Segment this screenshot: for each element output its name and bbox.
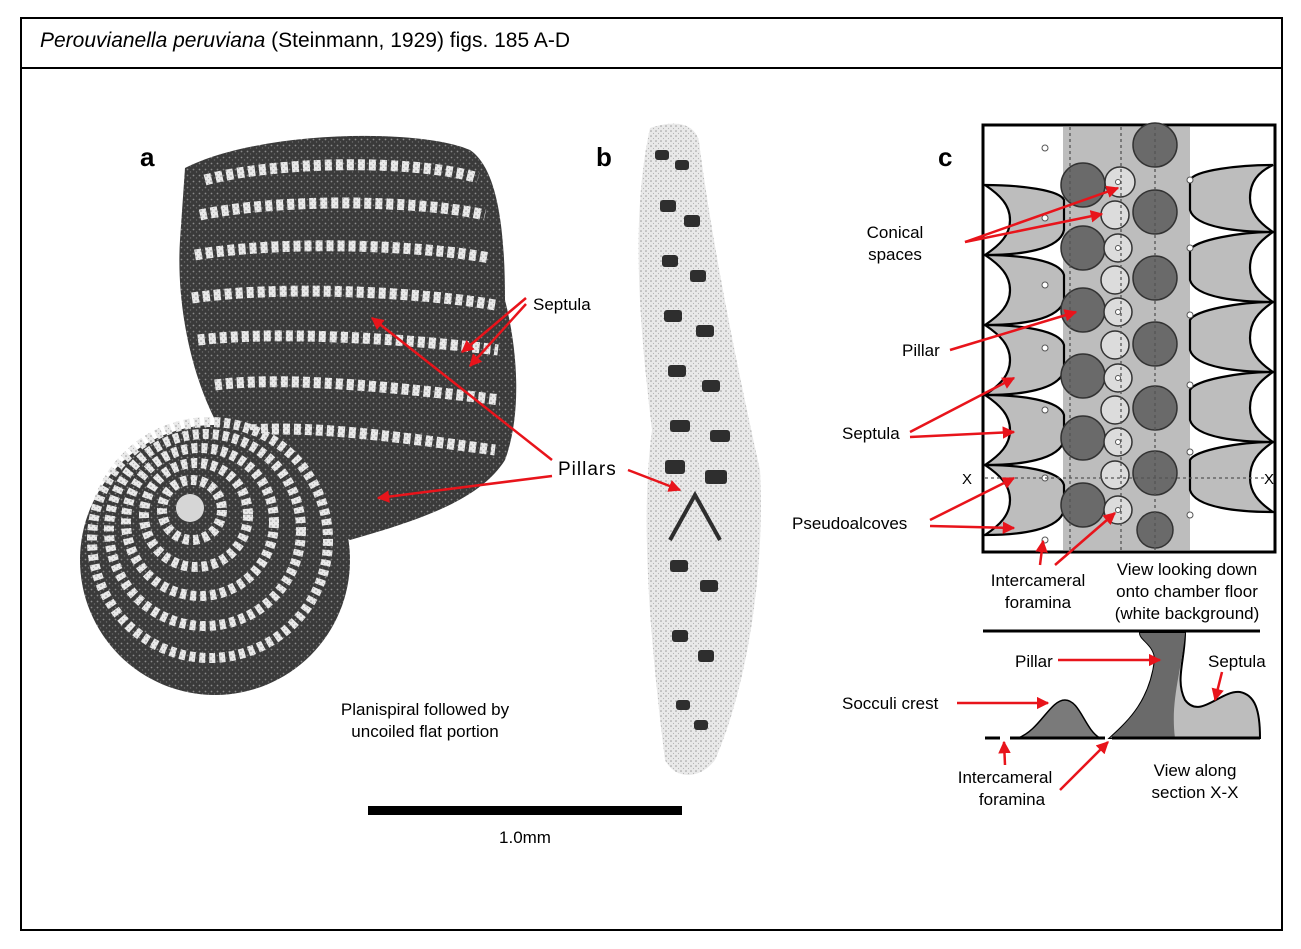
view-down-line1: View looking down — [1117, 560, 1258, 579]
pillars-arrow-3 — [627, 468, 682, 492]
septula-arrow-a1 — [461, 297, 527, 353]
socculi-label: Socculi crest — [842, 694, 939, 713]
figure-title: Perouvianella peruviana (Steinmann, 1929… — [40, 29, 570, 53]
conical-label-line1: Conical — [867, 223, 924, 242]
pseudoalcoves-label: Pseudoalcoves — [792, 514, 907, 533]
scale-bar — [368, 806, 682, 815]
x-marker-left: X — [962, 471, 972, 488]
species-name: Perouvianella peruviana — [40, 29, 266, 52]
pillar-arrow-c — [949, 309, 1078, 352]
septula-label-c: Septula — [842, 424, 900, 443]
chamber-floor-diagram — [981, 122, 1277, 554]
species-authority: (Steinmann, 1929) figs. 185 A-D — [265, 29, 570, 52]
view-down-line3: (white background) — [1115, 604, 1260, 623]
view-section-line1: View along — [1154, 761, 1237, 780]
view-down-line2: onto chamber floor — [1116, 582, 1258, 601]
pillar-label-c: Pillar — [902, 341, 940, 360]
panel-b-letter: b — [596, 142, 612, 172]
pillars-label: Pillars — [558, 459, 617, 480]
figure-frame: Perouvianella peruviana (Steinmann, 1929… — [20, 17, 1283, 931]
pseudoalcoves-arrow-2 — [929, 521, 1016, 534]
intercameral-section-line2: foramina — [979, 790, 1046, 809]
scale-bar-label: 1.0mm — [499, 828, 551, 847]
conical-arrow-2 — [964, 210, 1104, 244]
specimen-a — [80, 135, 517, 695]
x-marker-right: X — [1264, 471, 1274, 488]
intercameral-arrow-c2 — [1054, 512, 1116, 566]
pillars-arrow-1 — [371, 317, 553, 461]
pillars-arrow-2 — [376, 474, 553, 503]
intercameral-arrow-c1 — [1035, 539, 1048, 566]
intercameral-c-line2: foramina — [1005, 593, 1072, 612]
septula-arrow-a2 — [469, 303, 527, 367]
title-bar: Perouvianella peruviana (Steinmann, 1929… — [22, 19, 1281, 69]
septula-label-a: Septula — [533, 295, 591, 314]
septula-arrow-section — [1211, 671, 1224, 702]
panel-a-letter: a — [140, 142, 155, 172]
intercameral-c-line1: Intercameral — [991, 571, 1085, 590]
caption-a-line1: Planispiral followed by — [341, 700, 510, 719]
intercameral-arrow-section1 — [998, 740, 1011, 766]
pseudoalcoves-arrow-1 — [929, 476, 1016, 522]
panel-c-letter: c — [938, 142, 952, 172]
specimen-b — [638, 123, 761, 776]
conical-label-line2: spaces — [868, 245, 922, 264]
caption-a-line2: uncoiled flat portion — [351, 722, 498, 741]
conical-arrow-1 — [964, 185, 1120, 244]
intercameral-arrow-section2 — [1059, 741, 1109, 791]
view-section-line2: section X-X — [1152, 783, 1239, 802]
pillar-label-section: Pillar — [1015, 652, 1053, 671]
septula-arrow-c1 — [909, 376, 1016, 434]
septula-arrow-c2 — [909, 426, 1016, 439]
septula-label-section: Septula — [1208, 652, 1266, 671]
intercameral-section-line1: Intercameral — [958, 768, 1052, 787]
